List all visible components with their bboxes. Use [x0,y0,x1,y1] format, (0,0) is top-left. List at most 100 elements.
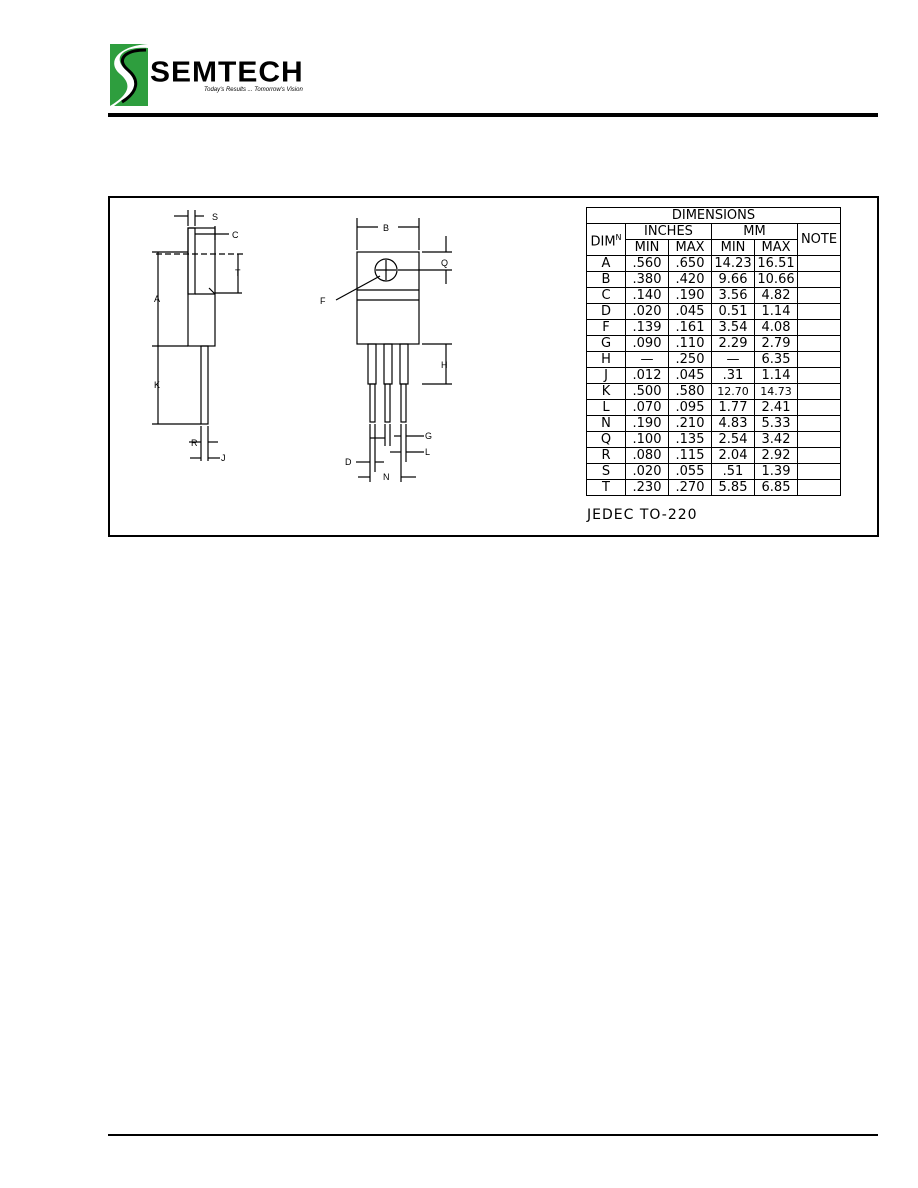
inches-max-cell: .161 [668,319,712,336]
mm-min-cell: .51 [711,463,755,480]
brand-tagline: Today's Results ... Tomorrow's Vision [204,87,303,93]
label-g: G [425,431,432,441]
inches-max-cell: .580 [668,383,712,400]
inches-max-cell: .045 [668,367,712,384]
dim-cell: K [586,383,626,400]
label-k: K [154,380,160,390]
mm-max-cell: 4.08 [754,319,798,336]
label-d: D [345,457,352,467]
dim-cell: B [586,271,626,288]
note-cell [797,303,841,320]
inches-min-cell: .190 [625,415,669,432]
mm-max-cell: 10.66 [754,271,798,288]
mm-min-cell: 2.29 [711,335,755,352]
dimensions-table: DIMENSIONS DIMN INCHES MM NOTE MIN MAX M… [586,207,841,496]
package-outline-drawing: S C T A K R J B Q F H G L D N [152,210,452,482]
inches-min-cell: .090 [625,335,669,352]
inches-min-cell: .020 [625,303,669,320]
mm-min-cell: 1.77 [711,399,755,416]
inches-max-header: MAX [668,239,712,256]
mm-max-header: MAX [754,239,798,256]
package-name: JEDEC TO-220 [587,507,698,523]
mm-max-cell: 5.33 [754,415,798,432]
inches-min-cell: .140 [625,287,669,304]
mm-max-cell: 4.82 [754,287,798,304]
mm-min-cell: 0.51 [711,303,755,320]
side-view-lead [200,345,209,425]
note-cell [797,271,841,288]
mm-min-header: MIN [711,239,755,256]
inches-max-cell: .045 [668,303,712,320]
inches-min-cell: .100 [625,431,669,448]
label-j: J [221,453,226,463]
inches-max-cell: .055 [668,463,712,480]
dim-cell: A [586,255,626,272]
dim-cell: L [586,399,626,416]
inches-max-cell: .270 [668,479,712,496]
note-cell [797,463,841,480]
note-cell [797,431,841,448]
label-c: C [232,230,239,240]
note-cell [797,415,841,432]
mm-min-cell: 9.66 [711,271,755,288]
table-group-header-row: DIMN INCHES MM NOTE [586,223,841,256]
semtech-logo: SEMTECH Today's Results ... Tomorrow's V… [108,42,378,110]
dim-header: DIMN [586,223,626,256]
mm-max-cell: 6.85 [754,479,798,496]
label-s: S [212,212,218,222]
mm-min-cell: 2.04 [711,447,755,464]
table-title: DIMENSIONS [586,207,841,224]
label-q: Q [441,258,448,268]
dim-cell: Q [586,431,626,448]
dim-cell: S [586,463,626,480]
inches-max-cell: .190 [668,287,712,304]
note-cell [797,367,841,384]
side-view-body [187,227,216,347]
header-rule [108,113,878,117]
label-a: A [154,294,160,304]
inches-max-cell: .115 [668,447,712,464]
dim-cell: C [586,287,626,304]
mm-min-cell: 14.23 [711,255,755,272]
inches-min-cell: .012 [625,367,669,384]
inches-max-cell: .250 [668,351,712,368]
mm-max-cell: 1.39 [754,463,798,480]
inches-max-cell: .650 [668,255,712,272]
note-cell [797,319,841,336]
mm-max-cell: 16.51 [754,255,798,272]
note-cell [797,479,841,496]
mm-max-cell: 1.14 [754,367,798,384]
package-outline-frame [108,196,879,537]
dim-cell: G [586,335,626,352]
label-h: H [441,360,448,370]
mm-max-cell: 3.42 [754,431,798,448]
brand-name: SEMTECH [150,56,304,89]
mm-min-cell: 2.54 [711,431,755,448]
note-cell [797,399,841,416]
label-b: B [383,223,389,233]
inches-min-cell: .139 [625,319,669,336]
mm-min-cell: 5.85 [711,479,755,496]
mm-max-cell: 2.79 [754,335,798,352]
label-r: R [191,438,198,448]
label-n: N [383,472,390,482]
mm-max-cell: 6.35 [754,351,798,368]
inches-max-cell: .420 [668,271,712,288]
dim-cell: D [586,303,626,320]
dim-cell: H [586,351,626,368]
inches-min-cell: .500 [625,383,669,400]
inches-min-cell: .070 [625,399,669,416]
inches-max-cell: .110 [668,335,712,352]
inches-min-cell: — [625,351,669,368]
mm-min-cell: 4.83 [711,415,755,432]
semtech-s-logo-icon [110,44,148,106]
